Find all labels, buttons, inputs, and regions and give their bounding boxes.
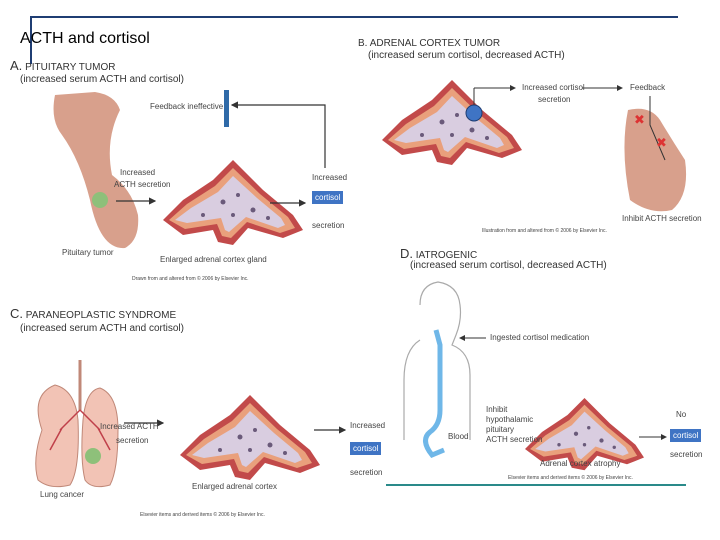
panel-a-cortisol-line3: secretion [312,221,345,230]
bottom-rule [386,484,686,486]
panel-c-heading: C. PARANEOPLASTIC SYNDROME [10,306,177,321]
panel-d-credit: Elsevier items and derived items © 2006 … [508,475,633,481]
panel-d-inhibit-2: hypothalamic [486,415,534,424]
panel-d-inhibit-3: pituitary [486,425,515,434]
esophagus [423,329,445,459]
pituitary-gland-a [53,92,139,249]
lung-tumor [85,448,101,464]
panel-d-no-line1: No [676,410,687,419]
panel-b-heading: B. ADRENAL CORTEX TUMOR [358,38,500,49]
panel-c-gland-label: Enlarged adrenal cortex [192,482,277,491]
panel-a-letter: A. [10,58,23,73]
panel-c-acth-line1: Increased ACTH [100,422,159,431]
pituitary-gland-b [624,108,687,212]
panel-c-cortisol-line3: secretion [350,468,383,477]
title-rule-top [30,16,678,18]
lungs-c [35,360,119,488]
panel-c-credit: Elsevier items and derived items © 2006 … [140,512,265,518]
panel-a-acth-line2: ACTH secretion [114,180,171,189]
panel-d-subtitle: (increased serum cortisol, decreased ACT… [410,260,607,271]
panel-d-letter: D. [400,246,413,261]
title-rule-left [30,16,32,64]
panel-d-no-box: cortisol [670,429,702,442]
panel-a-tumor-label: Pituitary tumor [62,248,114,257]
feedback-arrow-a [230,101,326,168]
panel-a-feedback-label: Feedback ineffective [150,102,224,111]
panel-c-title: PARANEOPLASTIC SYNDROME [25,310,177,321]
panel-a-credit: Drawn from and altered from © 2006 by El… [132,276,249,282]
slide-title: ACTH and cortisol [20,30,150,47]
pituitary-tumor [92,192,108,208]
panel-b-cortisol-line1: Increased cortisol [522,83,585,92]
inhibit-x-2: ✖ [656,136,667,151]
inhibit-x-1: ✖ [634,113,645,128]
panel-d-inhibit-4: ACTH secretion [486,435,543,444]
panel-b-subtitle: (increased serum cortisol, decreased ACT… [368,50,565,61]
panel-c-cancer-label: Lung cancer [40,490,85,499]
panel-c-acth-line2: secretion [116,436,149,445]
panel-d-ingested: Ingested cortisol medication [490,333,590,342]
adrenal-tumor-b [465,104,483,122]
panel-c-letter: C. [10,306,23,321]
panel-b-feedback: Feedback [630,83,666,92]
panel-a-heading: A. PITUITARY TUMOR [10,58,116,73]
feedback-line-b [649,96,666,161]
person-outline-d [403,281,471,459]
panel-d-atrophy: Adrenal cortex atrophy [540,459,621,468]
panel-a-cortisol-line1: Increased [312,173,348,182]
panel-d-inhibit-1: Inhibit [486,405,508,414]
panel-a-gland-label: Enlarged adrenal cortex gland [160,255,267,264]
adrenal-gland-b [382,80,522,165]
panel-d-title: IATROGENIC [415,250,478,261]
panel-d-heading: D. IATROGENIC [400,246,478,261]
panel-d-blood: Blood [448,432,469,441]
panel-d-no-line3: secretion [670,450,703,459]
panel-b-inhibit: Inhibit ACTH secretion [622,214,702,223]
panel-b-cortisol-line2: secretion [538,95,571,104]
panel-a-title: PITUITARY TUMOR [25,62,116,73]
panel-c-cortisol-line1: Increased [350,421,386,430]
panel-b-title: ADRENAL CORTEX TUMOR [369,38,501,49]
panel-b-letter: B. [358,38,368,49]
feedback-block-bar [224,90,229,127]
panel-a-cortisol-box: cortisol [312,191,344,204]
panel-a-subtitle: (increased serum ACTH and cortisol) [20,74,184,85]
panel-c-cortisol-box: cortisol [350,442,382,455]
adrenal-gland-c [180,395,320,480]
panel-a-acth-line1: Increased [120,168,156,177]
panel-c-subtitle: (increased serum ACTH and cortisol) [20,323,184,334]
panel-b-credit: Illustration from and altered from © 200… [482,228,607,234]
